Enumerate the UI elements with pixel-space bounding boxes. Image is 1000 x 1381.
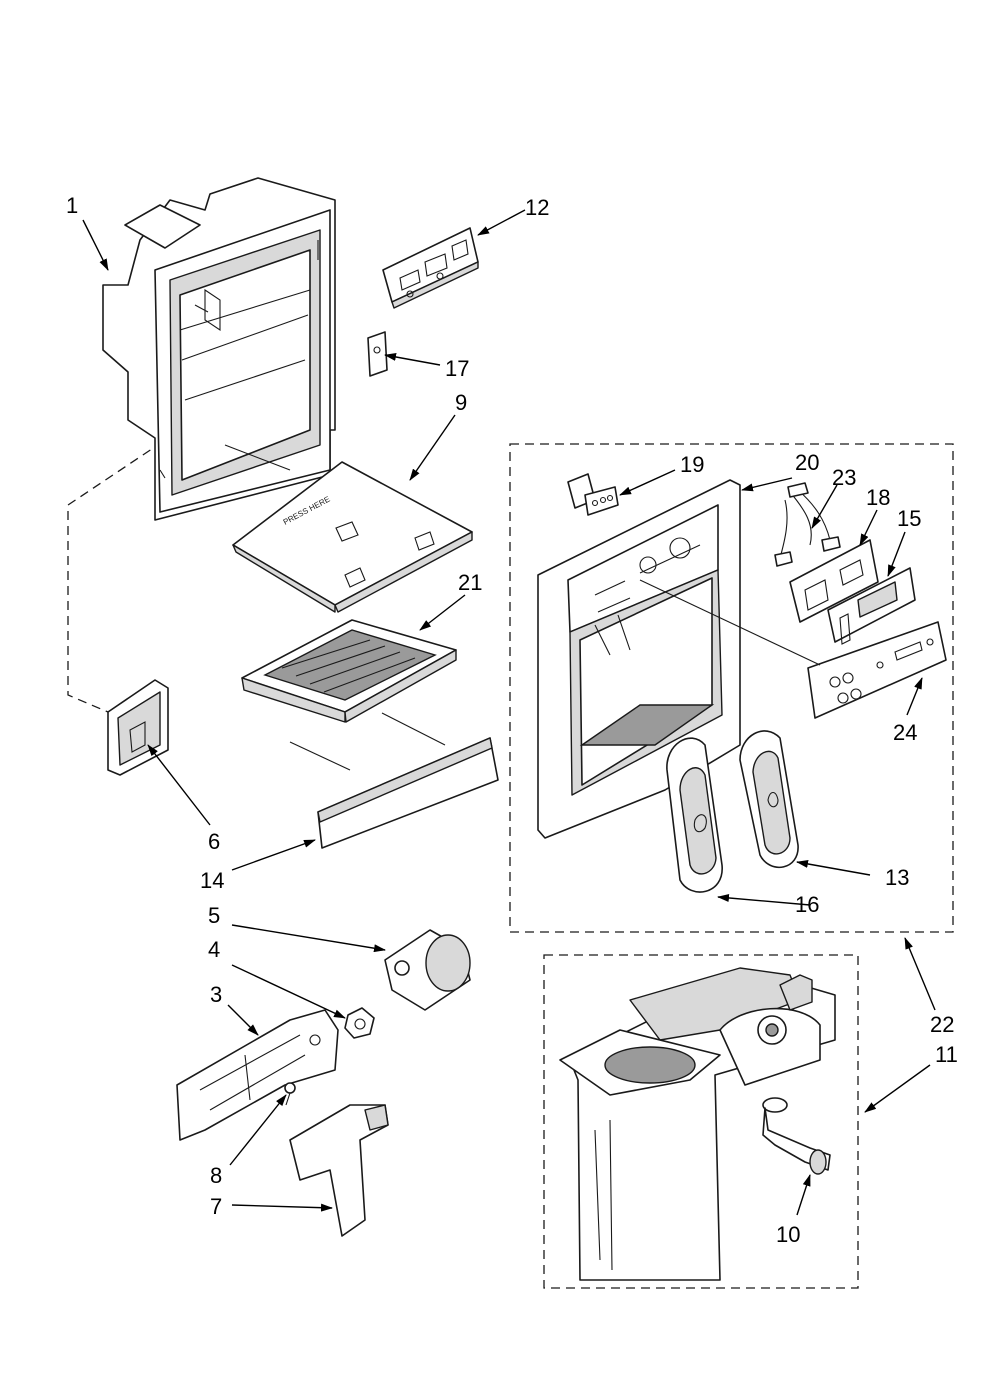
- part-7-lever: [289, 1104, 389, 1237]
- callout-9: 9: [455, 390, 467, 415]
- part-5-motor: [384, 929, 471, 1011]
- callout-12: 12: [525, 195, 549, 220]
- callout-8: 8: [210, 1163, 222, 1188]
- callout-7: 7: [210, 1194, 222, 1219]
- callout-24: 24: [893, 720, 917, 745]
- callout-14: 14: [200, 868, 224, 893]
- part-15-ui-board: [827, 567, 916, 645]
- callout-1: 1: [66, 193, 78, 218]
- part-13-water-paddle: [739, 730, 799, 869]
- part-8-screw: [284, 1082, 296, 1106]
- part-10-fitting: [762, 1097, 831, 1175]
- callout-18: 18: [866, 485, 890, 510]
- part-18-board: [789, 539, 879, 623]
- part-12-control-board: [382, 227, 479, 309]
- ice-chute-group-box: [543, 954, 859, 1289]
- callout-10: 10: [776, 1222, 800, 1247]
- part-19-connector: [567, 473, 619, 516]
- part-23-wire-harness: [774, 482, 841, 567]
- callout-labels: 1 12 17 9 19 20 23 18 15 21 24 6 13 14 1…: [66, 193, 958, 1247]
- part-9-pad: PRESS HERE: [232, 461, 473, 613]
- callout-3: 3: [210, 982, 222, 1007]
- part-24-control-panel: [807, 621, 947, 719]
- part-1-housing: [102, 177, 336, 521]
- part-6-switch: [107, 679, 169, 776]
- part-4-cam: [344, 1007, 375, 1039]
- callout-11: 11: [935, 1042, 958, 1067]
- callout-17: 17: [445, 356, 469, 381]
- part-11-ice-chute: [559, 967, 836, 1281]
- leader-lines: [82, 209, 936, 1216]
- callout-5: 5: [208, 903, 220, 928]
- callout-19: 19: [680, 452, 704, 477]
- callout-22: 22: [930, 1012, 954, 1037]
- callout-20: 20: [795, 450, 819, 475]
- callout-16: 16: [795, 892, 819, 917]
- callout-4: 4: [208, 937, 220, 962]
- part-17-bracket: [367, 331, 388, 377]
- callout-21: 21: [458, 570, 482, 595]
- callout-15: 15: [897, 506, 921, 531]
- part-3-bracket: [176, 1009, 339, 1141]
- callout-23: 23: [832, 465, 856, 490]
- part-14-trim: [289, 712, 499, 849]
- callout-13: 13: [885, 865, 909, 890]
- callout-6: 6: [208, 829, 220, 854]
- part-16-ice-paddle: [666, 737, 723, 893]
- part-21-drip-grille: [241, 619, 457, 723]
